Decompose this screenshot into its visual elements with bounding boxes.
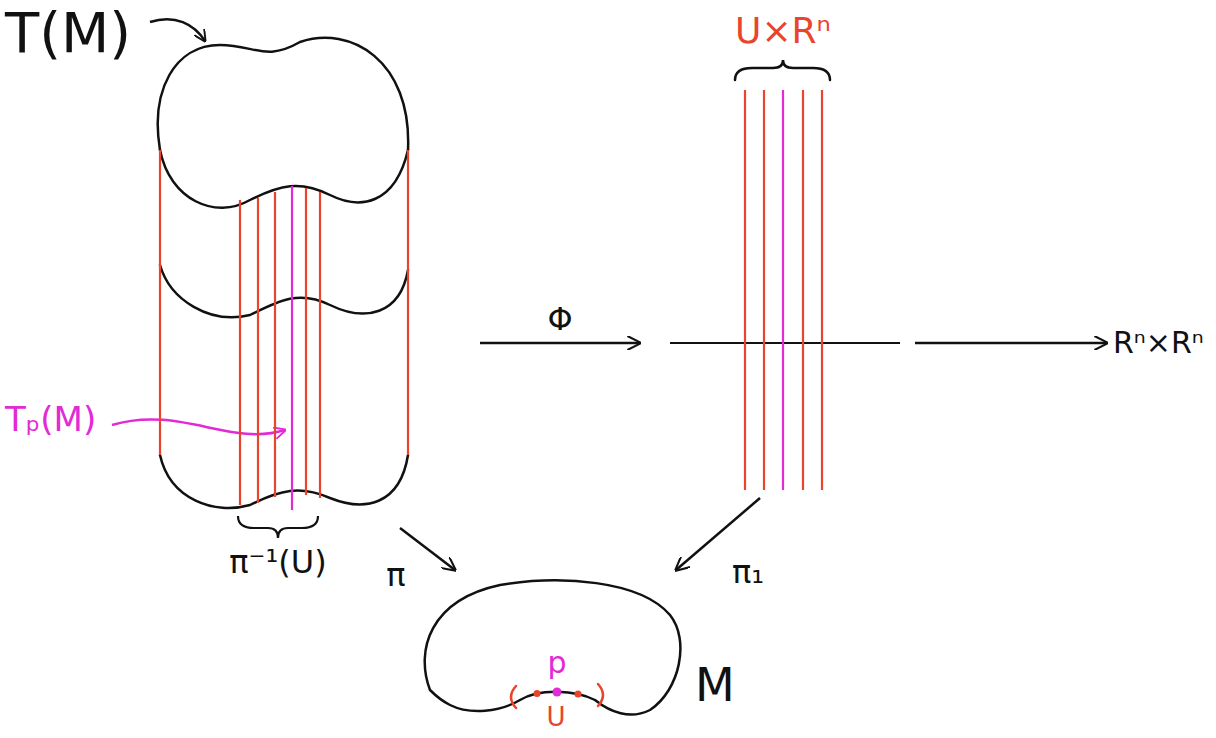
product-space: U×Rⁿ bbox=[640, 8, 915, 498]
target-space: Rⁿ×Rⁿ bbox=[1107, 322, 1210, 364]
brace bbox=[238, 516, 318, 538]
pointer-arrow bbox=[150, 19, 205, 41]
fiber-line bbox=[291, 186, 293, 510]
fiber-line bbox=[782, 90, 784, 490]
fiber-line bbox=[821, 90, 823, 490]
space-label: Rⁿ×Rⁿ bbox=[1113, 328, 1204, 358]
shape-outline bbox=[150, 28, 480, 528]
outline-stroke bbox=[425, 580, 681, 714]
space-label: M bbox=[695, 662, 735, 708]
map-label: π bbox=[384, 559, 407, 591]
outline-stroke bbox=[511, 686, 516, 708]
point-dot bbox=[575, 691, 582, 698]
fiber-line bbox=[802, 90, 804, 490]
fiber-line bbox=[407, 150, 409, 455]
outline-stroke bbox=[160, 455, 408, 508]
fiber-line bbox=[670, 342, 900, 344]
fiber-line bbox=[305, 188, 307, 495]
outline-stroke bbox=[598, 684, 603, 706]
space-label: T(M) bbox=[5, 5, 131, 61]
shape-outline bbox=[640, 8, 915, 498]
fiber-line bbox=[274, 192, 276, 497]
fiber-line bbox=[159, 150, 161, 455]
outline-stroke bbox=[158, 38, 408, 150]
fiber-line bbox=[744, 90, 746, 490]
point-dot bbox=[534, 690, 541, 697]
outline-stroke bbox=[160, 265, 408, 317]
point-label: p bbox=[547, 648, 566, 678]
fiber-line bbox=[257, 198, 259, 503]
space-label: U×Rⁿ bbox=[735, 13, 831, 49]
fiber-line bbox=[319, 192, 321, 498]
neighborhood-label: U bbox=[546, 704, 565, 730]
bundle-space: T(M) bbox=[150, 28, 480, 528]
point-dot bbox=[553, 688, 562, 697]
outline-stroke bbox=[735, 60, 830, 80]
map-arrow bbox=[915, 342, 1107, 345]
fiber-label: Tₚ(M) bbox=[5, 402, 96, 436]
map-arrow bbox=[400, 528, 455, 570]
map-label: Φ bbox=[545, 303, 574, 335]
preimage-label: π⁻¹(U) bbox=[229, 546, 326, 578]
outline-stroke bbox=[160, 150, 408, 208]
map-arrow bbox=[480, 342, 640, 345]
map-label: π₁ bbox=[730, 556, 766, 588]
fiber-line bbox=[239, 200, 241, 505]
fiber-line bbox=[763, 90, 765, 490]
